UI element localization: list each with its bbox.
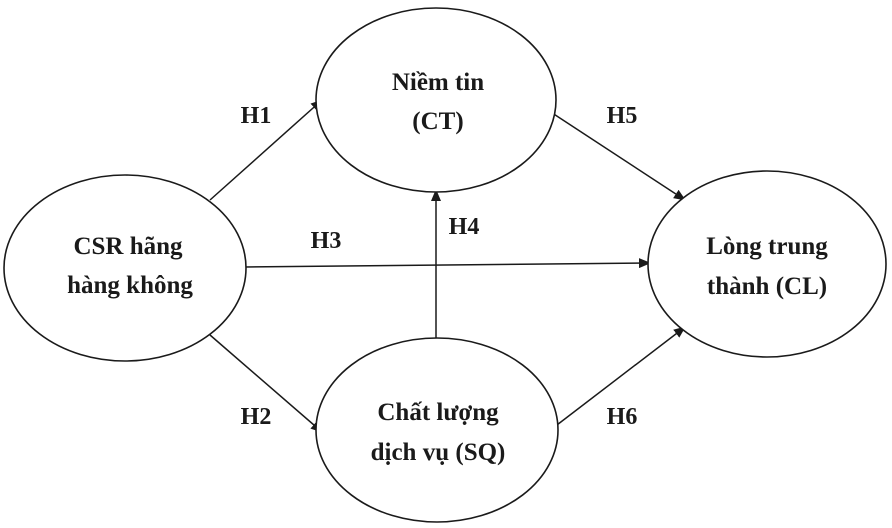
- node-trust-line1: Niềm tin: [392, 69, 484, 96]
- node-quality-line2: dịch vụ (SQ): [371, 439, 506, 466]
- edge-h6: [552, 326, 686, 429]
- edge-label-h6: H6: [607, 404, 638, 430]
- edge-label-h5: H5: [607, 103, 638, 129]
- node-loyalty-line2: thành (CL): [707, 273, 827, 300]
- node-csr-line2: hàng không: [67, 272, 193, 299]
- node-loyalty-line1: Lòng trung: [706, 233, 828, 260]
- node-trust-line2: (CT): [412, 108, 463, 135]
- edge-label-h2: H2: [241, 404, 272, 430]
- node-quality: Chất lượng dịch vụ (SQ): [315, 337, 559, 523]
- edge-h2: [209, 334, 323, 433]
- edge-h3: [244, 258, 651, 269]
- edge-label-h4: H4: [449, 214, 480, 240]
- edge-label-h3: H3: [311, 228, 342, 254]
- node-csr-line1: CSR hãng: [73, 233, 183, 260]
- edge-label-h1: H1: [241, 103, 272, 129]
- node-loyalty: Lòng trung thành (CL): [647, 170, 887, 358]
- edge-h1: [209, 99, 323, 201]
- node-csr: CSR hãng hàng không: [3, 174, 247, 362]
- node-quality-line1: Chất lượng: [377, 399, 499, 426]
- node-trust: Niềm tin (CT): [315, 7, 557, 193]
- edge-h5: [539, 104, 686, 201]
